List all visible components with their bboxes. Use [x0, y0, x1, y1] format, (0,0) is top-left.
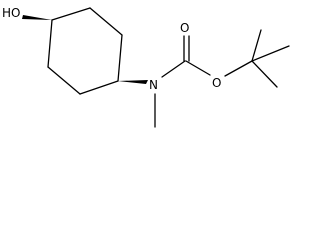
ring-bond-1 [51, 7, 91, 21]
tbutyl-methyl-up [251, 29, 262, 62]
ester-oxygen-label: O [212, 76, 221, 90]
carbonyl-ester-bond [185, 60, 211, 76]
carbonyl-oxygen-label: O [180, 21, 189, 35]
tbutyl-methyl-right [251, 45, 290, 62]
ring-bond-3 [117, 34, 123, 82]
ring-bond-5 [47, 66, 81, 95]
ring-bond-6 [47, 19, 53, 68]
ester-tbutyl-bond [224, 60, 253, 77]
wedge-bond-amine [118, 80, 148, 84]
ring-bond-2 [89, 7, 123, 36]
n-carbonyl-bond [161, 60, 186, 78]
structure-diagram: HO N O O [2, 6, 290, 128]
nitrogen-label: N [149, 78, 158, 92]
ring-bond-4 [79, 80, 119, 95]
wedge-bond-hydroxyl [22, 15, 52, 20]
tbutyl-methyl-down [251, 60, 278, 88]
hydroxyl-label: HO [2, 6, 20, 20]
